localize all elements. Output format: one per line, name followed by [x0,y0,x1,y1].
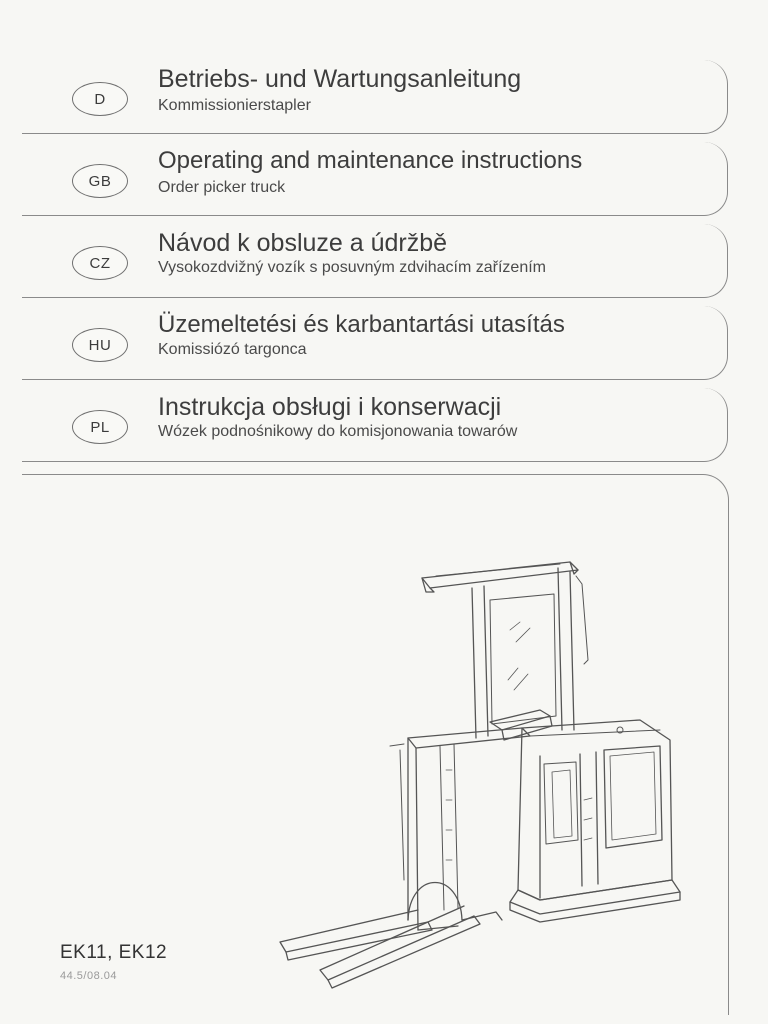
row-frame [22,306,728,380]
title-cz: Návod k obsluze a údržbě [158,229,448,257]
language-row-cz: CZ Návod k obsluze a údržbě Vysokozdvižn… [22,224,728,298]
title-hu: Üzemeltetési és karbantartási utasítás [158,311,565,338]
subtitle-d: Kommissionierstapler [158,97,311,114]
title-d: Betriebs- und Wartungsanleitung [158,65,522,93]
language-badge-gb: GB [72,164,128,198]
language-row-d: D Betriebs- und Wartungsanleitung Kommis… [22,60,728,134]
language-row-gb: GB Operating and maintenance instruction… [22,142,728,216]
subtitle-gb: Order picker truck [158,179,286,196]
language-badge-d: D [72,82,128,116]
language-row-hu: HU Üzemeltetési és karbantartási utasítá… [22,306,728,380]
row-frame [22,388,728,462]
language-row-pl: PL Instrukcja obsługi i konserwacji Wóze… [22,388,728,462]
language-badge-pl: PL [72,410,128,444]
row-frame [22,60,728,134]
subtitle-cz: Vysokozdvižný vozík s posuvným zdvihacím… [158,259,546,276]
document-code: 44.5/08.04 [60,970,117,982]
subtitle-hu: Komissiózó targonca [158,341,307,358]
order-picker-truck-illustration [279,561,681,989]
language-badge-cz: CZ [72,246,128,280]
subtitle-pl: Wózek podnośnikowy do komisjonowania tow… [158,423,518,440]
title-gb: Operating and maintenance instructions [158,147,583,174]
illustration-frame [22,474,729,1015]
language-badge-hu: HU [72,328,128,362]
row-frame [22,224,728,298]
row-frame [22,142,728,216]
model-number: EK11, EK12 [60,942,168,963]
title-pl: Instrukcja obsługi i konserwacji [158,393,502,421]
